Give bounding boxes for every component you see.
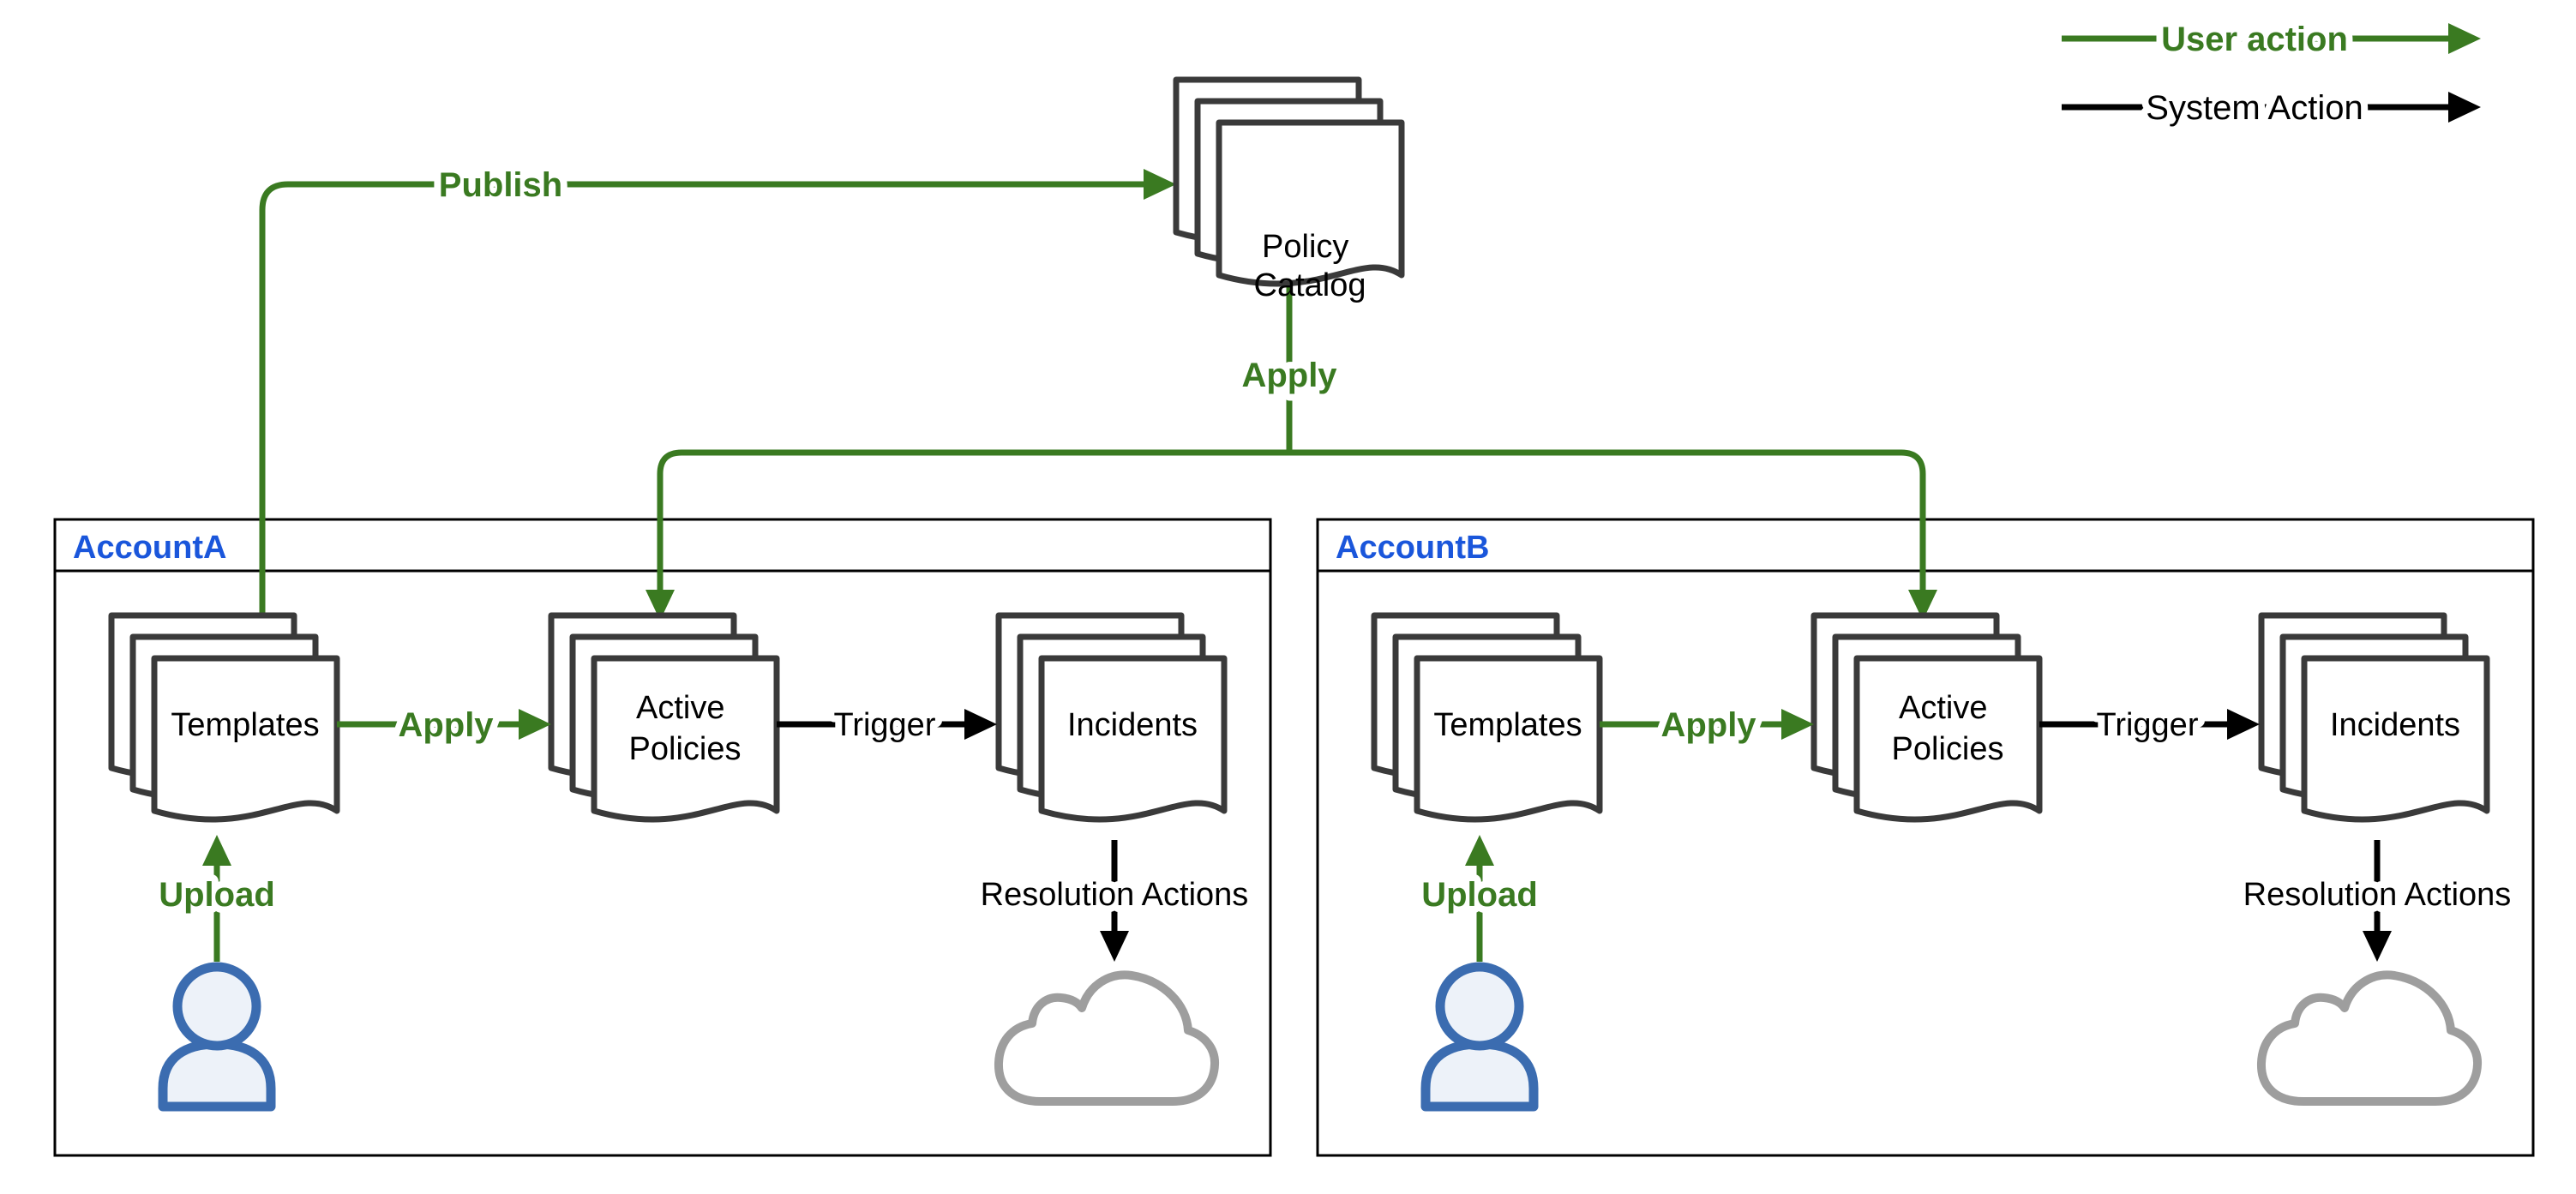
trigger-b-label: Trigger: [2097, 707, 2199, 743]
trigger-b-arrowhead-icon: [2227, 709, 2260, 740]
apply-fanout-flow: Apply: [646, 287, 1937, 621]
apply-a-label: Apply: [398, 706, 494, 744]
publish-arrowhead-icon: [1144, 169, 1176, 200]
policy-catalog-node: Policy Catalog: [1176, 80, 1402, 303]
active-policies-b-label: Active Policies: [1892, 690, 2004, 767]
account-b-contents: Templates Active Policies Incidents: [1374, 615, 2518, 1112]
trigger-a-label: Trigger: [834, 707, 936, 743]
resolution-a-arrowhead-icon: [1100, 931, 1129, 962]
publish-label: Publish: [439, 166, 562, 204]
cloud-b-shape: [2256, 970, 2482, 1106]
incidents-b-label: Incidents: [2330, 707, 2460, 743]
trigger-a-arrowhead-icon: [964, 709, 997, 740]
apply-branch-line: [657, 449, 1926, 591]
policy-catalog-label: Policy Catalog: [1254, 229, 1366, 303]
trigger-a-flow: Trigger: [777, 700, 997, 750]
account-a-contents: Templates Active Policies Incidents: [111, 615, 1255, 1112]
apply-arrowhead-b-icon: [1908, 590, 1937, 621]
user-action-arrowhead-icon: [2448, 23, 2481, 54]
upload-a-label: Upload: [159, 876, 275, 914]
apply-arrowhead-a-icon: [646, 590, 675, 621]
apply-fanout-label: Apply: [1241, 357, 1337, 394]
resolution-a-label: Resolution Actions: [981, 877, 1249, 913]
system-action-arrowhead-icon: [2448, 92, 2481, 123]
person-a-head: [172, 962, 261, 1051]
active-policies-b-node: Active Policies: [1814, 615, 2039, 819]
active-policies-a-node: Active Policies: [551, 615, 777, 819]
cloud-a-shape: [994, 970, 1219, 1106]
resolution-b-arrowhead-icon: [2363, 931, 2392, 962]
apply-b-flow: Apply: [1600, 699, 1814, 751]
incidents-b-node: Incidents: [2261, 615, 2487, 819]
resolution-actions-b-flow: Resolution Actions: [2237, 840, 2518, 962]
templates-a-node: Templates: [111, 615, 337, 819]
legend: User action System Action: [2062, 14, 2481, 134]
upload-a-arrowhead-icon: [202, 835, 231, 866]
upload-a-flow: Upload: [152, 835, 282, 962]
cloud-icon: [994, 970, 1219, 1106]
legend-system-action: System Action: [2062, 82, 2481, 134]
apply-b-label: Apply: [1660, 706, 1756, 744]
templates-a-label: Templates: [171, 707, 319, 743]
person-b-body: [1420, 1039, 1539, 1112]
apply-a-flow: Apply: [337, 699, 551, 751]
incidents-a-label: Incidents: [1067, 707, 1198, 743]
resolution-b-label: Resolution Actions: [2243, 877, 2512, 913]
account-a-title: AccountA: [73, 530, 226, 566]
upload-b-label: Upload: [1421, 876, 1538, 914]
publish-flow: Publish: [259, 159, 1176, 615]
legend-user-action: User action: [2062, 14, 2481, 65]
account-b-title: AccountB: [1336, 530, 1489, 566]
templates-b-node: Templates: [1374, 615, 1600, 819]
person-b-head: [1435, 962, 1524, 1051]
publish-arrow-line: [259, 181, 1145, 615]
person-a-body: [158, 1039, 276, 1112]
person-icon: [158, 962, 276, 1112]
legend-user-action-label: User action: [2161, 21, 2348, 58]
trigger-b-flow: Trigger: [2039, 700, 2260, 750]
resolution-actions-a-flow: Resolution Actions: [974, 840, 1255, 962]
person-icon: [1420, 962, 1539, 1112]
upload-b-arrowhead-icon: [1465, 835, 1494, 866]
incidents-a-node: Incidents: [999, 615, 1224, 819]
legend-system-action-label: System Action: [2146, 89, 2363, 127]
apply-a-arrowhead-icon: [519, 709, 551, 740]
active-policies-a-label: Active Policies: [629, 690, 742, 767]
apply-b-arrowhead-icon: [1781, 709, 1814, 740]
cloud-icon: [2256, 970, 2482, 1106]
templates-b-label: Templates: [1433, 707, 1582, 743]
upload-b-flow: Upload: [1414, 835, 1545, 962]
